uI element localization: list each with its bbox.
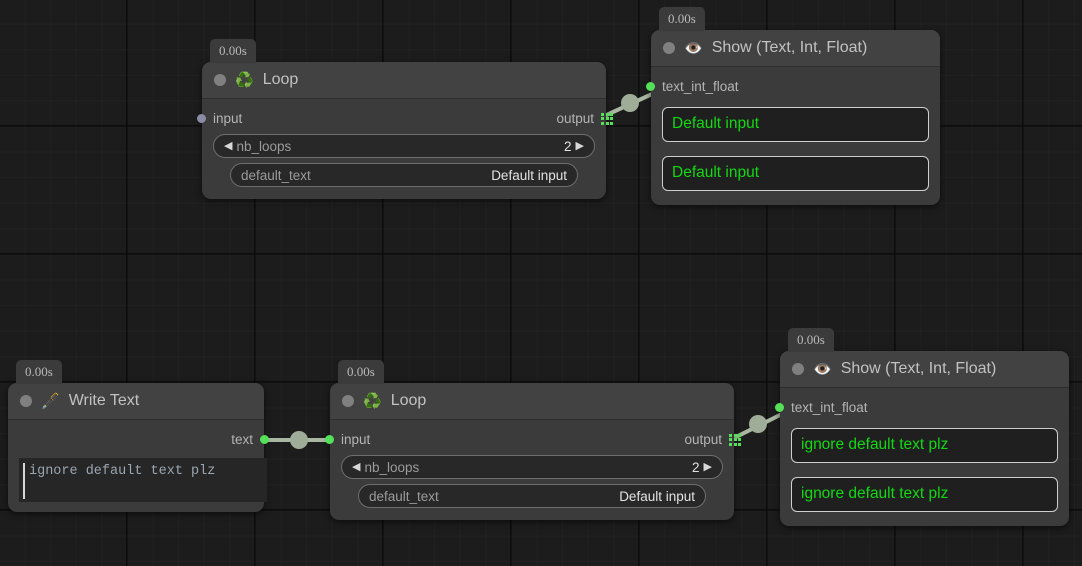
node-title-bar[interactable]: 👁️ Show (Text, Int, Float): [651, 30, 940, 67]
input-socket-label: text_int_float: [662, 79, 739, 94]
field-value[interactable]: Default input: [619, 488, 695, 504]
field-value[interactable]: 2: [564, 138, 572, 154]
field-nb-loops[interactable]: ◀ nb_loops 2 ▶: [213, 134, 595, 158]
field-default-text[interactable]: default_text Default input: [358, 484, 706, 508]
node-title-bar[interactable]: ♻️ Loop: [202, 62, 606, 99]
node-title-bar[interactable]: 🖋️ Write Text: [8, 383, 264, 420]
node-title-label: Write Text: [68, 392, 140, 409]
node-body: input output ◀ nb_loops 2 ▶ default_text…: [325, 420, 741, 520]
field-key-label: nb_loops: [364, 459, 420, 475]
show-value-box: ignore default text plz: [791, 477, 1058, 512]
node-title-label: Show (Text, Int, Float): [711, 39, 868, 56]
show-value-box: ignore default text plz: [791, 428, 1058, 463]
node-timestamp: 0.00s: [659, 7, 705, 31]
stepper-increment-icon[interactable]: ▶: [575, 139, 584, 152]
wire-reroute-dot[interactable]: [621, 94, 639, 112]
node-title-label: Loop: [390, 392, 427, 409]
input-socket-label: input: [213, 111, 243, 126]
input-socket-label: text_int_float: [791, 400, 868, 415]
node-timestamp: 0.00s: [16, 360, 62, 384]
node-title-bar[interactable]: 👁️ Show (Text, Int, Float): [780, 351, 1069, 388]
output-socket-list-grid-icon[interactable]: [729, 433, 741, 446]
node-title-label: Show (Text, Int, Float): [840, 360, 997, 377]
input-socket-connected[interactable]: [775, 403, 784, 412]
show-value-box: Default input: [662, 156, 929, 191]
text-editor-content[interactable]: ignore default text plz: [29, 464, 216, 479]
input-socket-unconnected[interactable]: [197, 114, 206, 123]
stepper-decrement-icon[interactable]: ◀: [352, 460, 361, 473]
field-value[interactable]: Default input: [491, 167, 567, 183]
node-title-label: Loop: [262, 71, 299, 88]
recycle-icon: ♻️: [235, 71, 254, 89]
text-editor-area[interactable]: ignore default text plz: [19, 458, 267, 502]
node-body: input output ◀ nb_loops 2 ▶ default_text…: [197, 99, 613, 199]
node-timestamp: 0.00s: [210, 39, 256, 63]
eye-icon: 👁️: [684, 39, 703, 57]
stepper-decrement-icon[interactable]: ◀: [224, 139, 233, 152]
input-socket-connected[interactable]: [325, 435, 334, 444]
node-timestamp: 0.00s: [338, 360, 384, 384]
field-default-text[interactable]: default_text Default input: [230, 163, 578, 187]
node-body: text_int_float Default input Default inp…: [646, 67, 940, 205]
field-key-label: nb_loops: [236, 138, 292, 154]
node-title-bar[interactable]: ♻️ Loop: [330, 383, 734, 420]
collapse-toggle-dot[interactable]: [342, 395, 354, 407]
output-socket-label: output: [684, 432, 722, 447]
field-value[interactable]: 2: [692, 459, 700, 475]
node-body: text_int_float ignore default text plz i…: [775, 388, 1069, 526]
socket-row-input: text_int_float: [646, 76, 929, 97]
node-write-text[interactable]: 0.00s 🖋️ Write Text text ignore default …: [8, 360, 269, 512]
wire-reroute-dot[interactable]: [290, 431, 308, 449]
collapse-toggle-dot[interactable]: [792, 363, 804, 375]
show-value-box: Default input: [662, 107, 929, 142]
node-body: text ignore default text plz: [8, 420, 269, 512]
output-socket-list-grid-icon[interactable]: [601, 112, 613, 125]
collapse-toggle-dot[interactable]: [214, 74, 226, 86]
stepper-increment-icon[interactable]: ▶: [703, 460, 712, 473]
field-key-label: default_text: [241, 167, 311, 183]
node-loop-bottom[interactable]: 0.00s ♻️ Loop input output ◀ nb_loops 2 …: [325, 360, 741, 520]
socket-row-output: text: [19, 429, 269, 450]
eye-icon: 👁️: [813, 360, 832, 378]
field-key-label: default_text: [369, 488, 439, 504]
output-socket-label: output: [556, 111, 594, 126]
socket-row-input: text_int_float: [775, 397, 1058, 418]
input-socket-label: input: [341, 432, 371, 447]
wire-reroute-dot[interactable]: [749, 415, 767, 433]
output-socket-connected[interactable]: [260, 435, 269, 444]
pen-nib-icon: 🖋️: [41, 392, 60, 410]
collapse-toggle-dot[interactable]: [663, 42, 675, 54]
collapse-toggle-dot[interactable]: [20, 395, 32, 407]
node-loop-top[interactable]: 0.00s ♻️ Loop input output ◀ nb_loops 2 …: [197, 39, 613, 199]
field-nb-loops[interactable]: ◀ nb_loops 2 ▶: [341, 455, 723, 479]
input-socket-connected[interactable]: [646, 82, 655, 91]
node-show-bottom[interactable]: 0.00s 👁️ Show (Text, Int, Float) text_in…: [775, 328, 1069, 526]
node-timestamp: 0.00s: [788, 328, 834, 352]
node-show-top[interactable]: 0.00s 👁️ Show (Text, Int, Float) text_in…: [646, 7, 940, 205]
text-cursor: [23, 463, 25, 499]
socket-row-io: input output: [197, 108, 613, 129]
recycle-icon: ♻️: [363, 392, 382, 410]
output-socket-label: text: [231, 432, 253, 447]
socket-row-io: input output: [325, 429, 741, 450]
